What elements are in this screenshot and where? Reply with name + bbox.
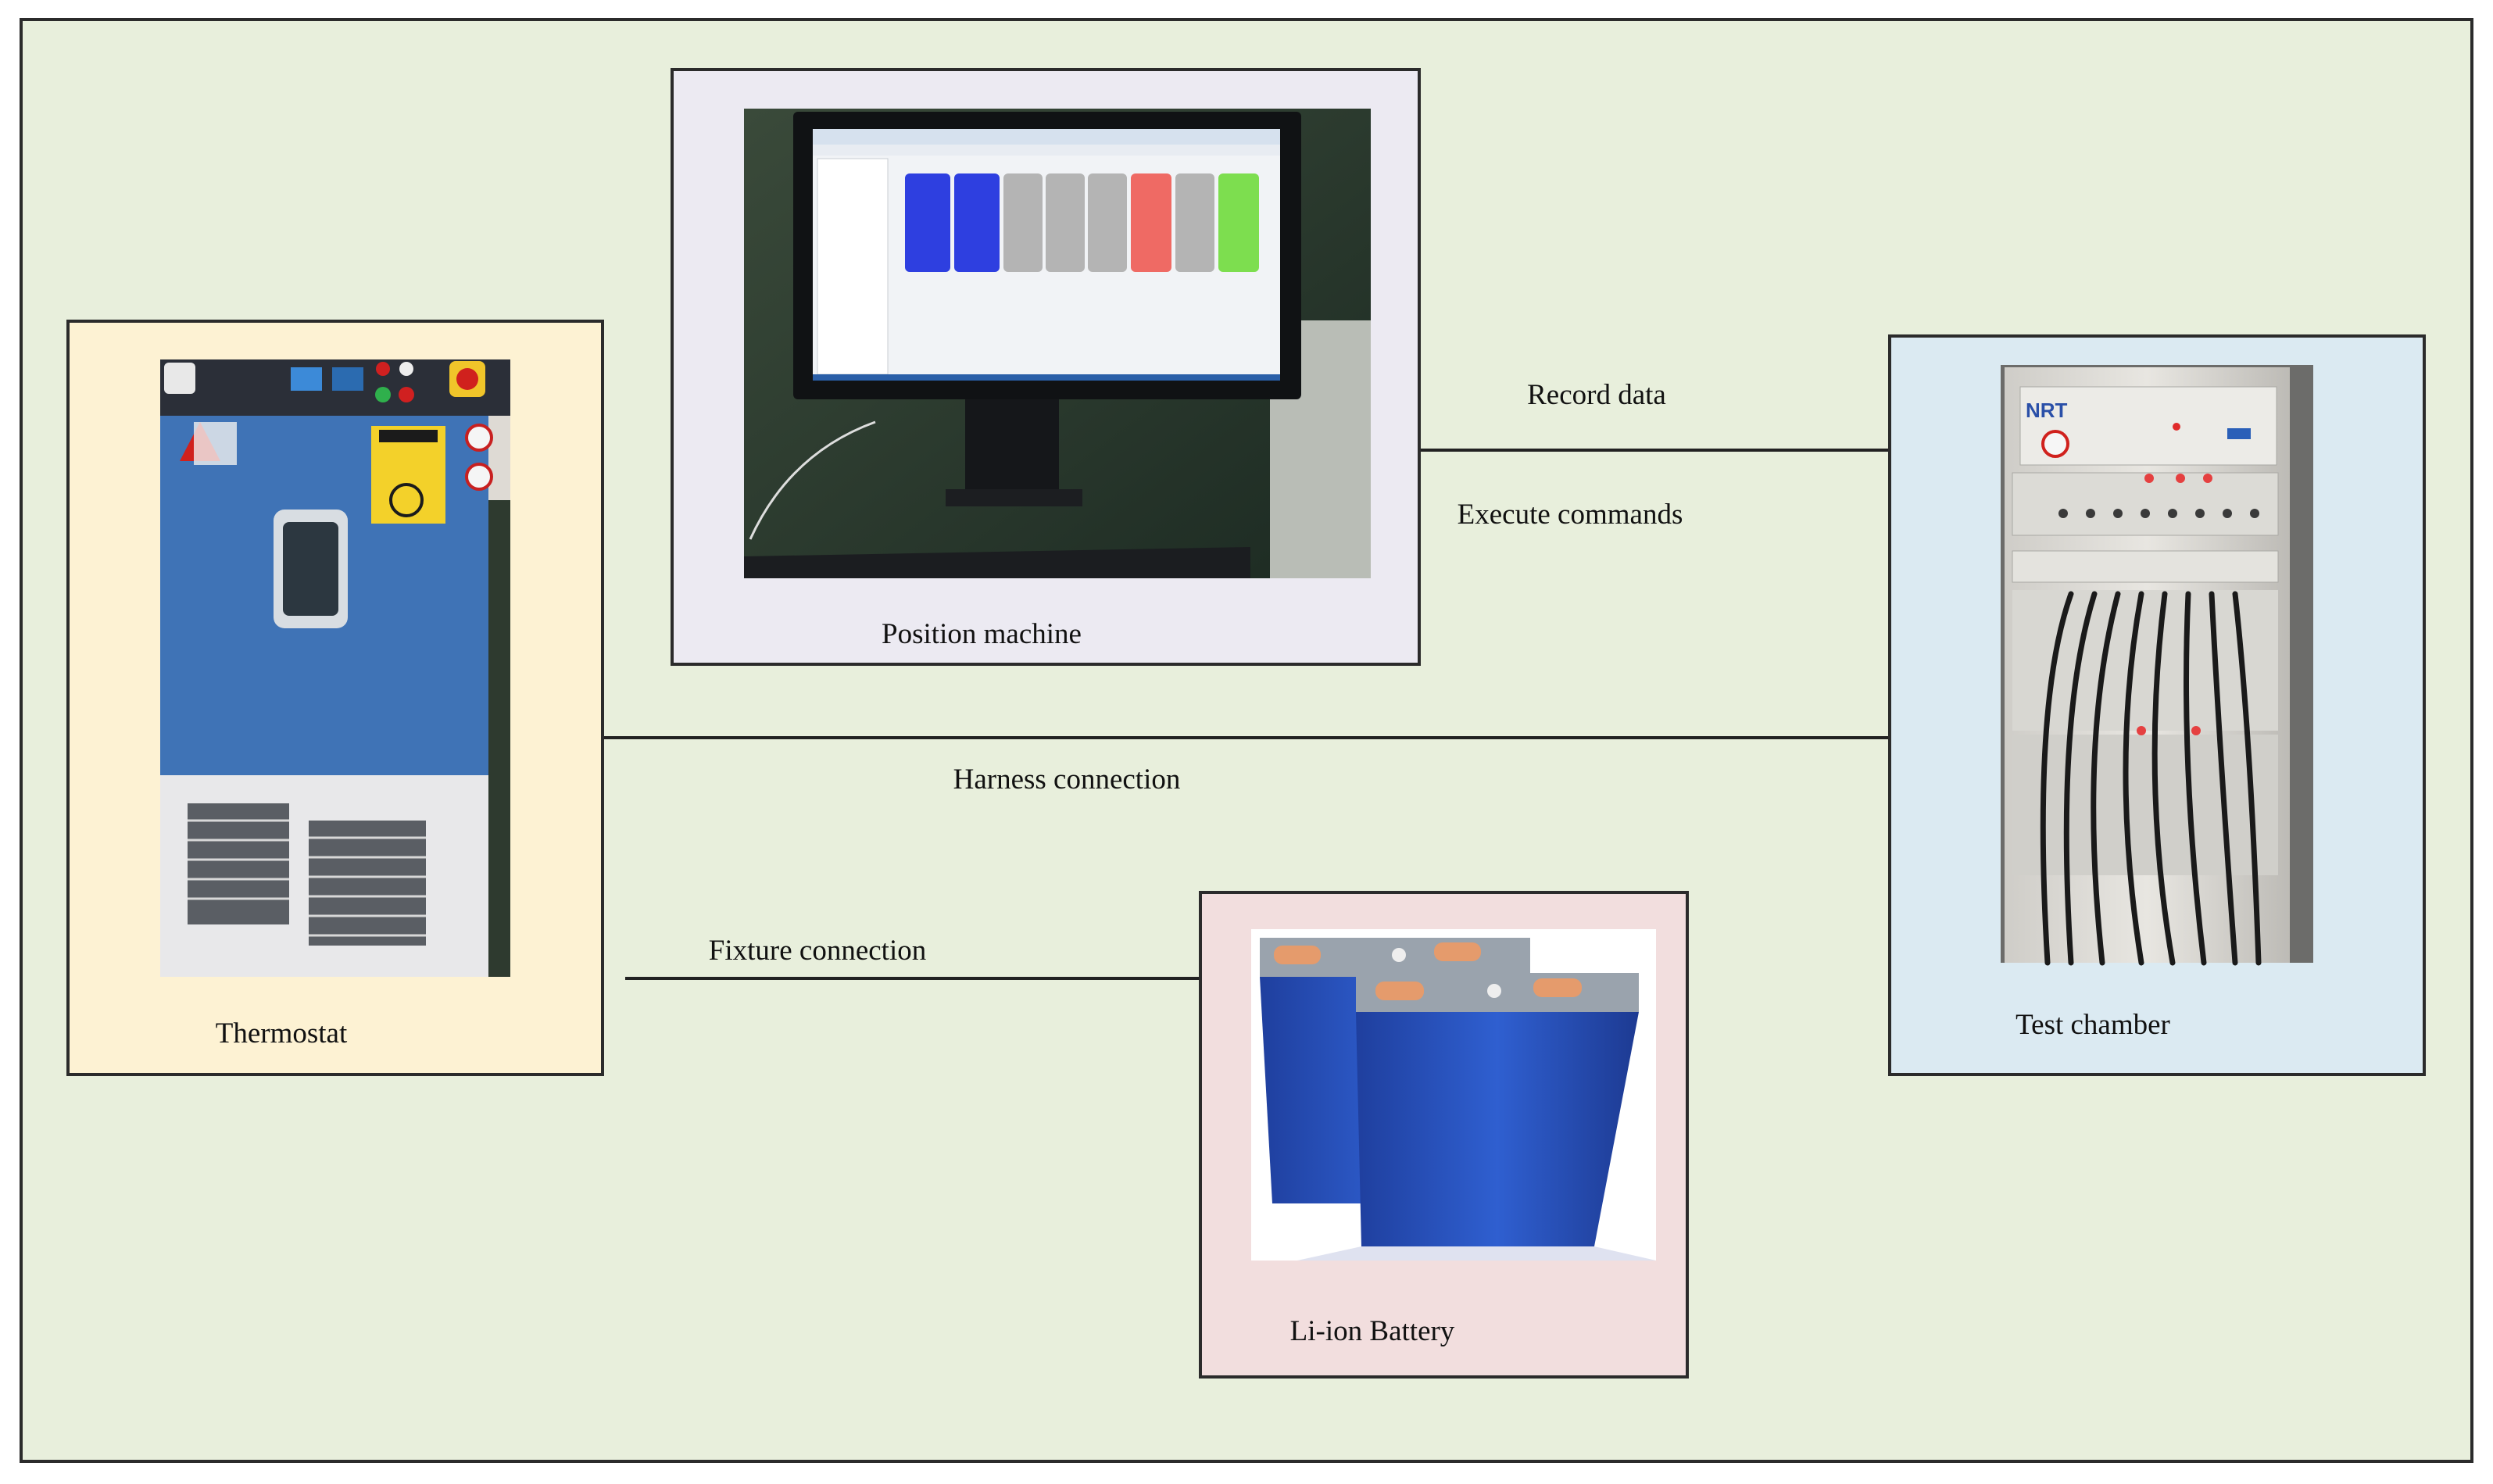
fixture-connection-label: Fixture connection	[709, 935, 926, 967]
battery-node: Li-ion Battery	[1199, 891, 1689, 1379]
thermostat-icon	[160, 359, 510, 977]
thermostat-node: Thermostat	[66, 320, 604, 1076]
rack-brand-text: NRT	[2026, 399, 2068, 422]
position-machine-label: Position machine	[882, 618, 1082, 650]
battery-label: Li-ion Battery	[1290, 1315, 1455, 1347]
test-rack-icon: NRT	[2001, 365, 2313, 966]
position-machine-node: Position machine	[671, 68, 1421, 666]
execute-commands-label: Execute commands	[1458, 499, 1683, 531]
test-chamber-label: Test chamber	[2016, 1009, 2170, 1041]
computer-monitor-icon	[744, 109, 1371, 578]
battery-cells-icon	[1251, 929, 1656, 1261]
connector-lines	[602, 449, 1890, 980]
test-chamber-node: NRT	[1888, 334, 2426, 1076]
thermostat-label: Thermostat	[216, 1017, 348, 1050]
record-data-label: Record data	[1527, 379, 1666, 411]
harness-connection-label: Harness connection	[953, 763, 1181, 796]
